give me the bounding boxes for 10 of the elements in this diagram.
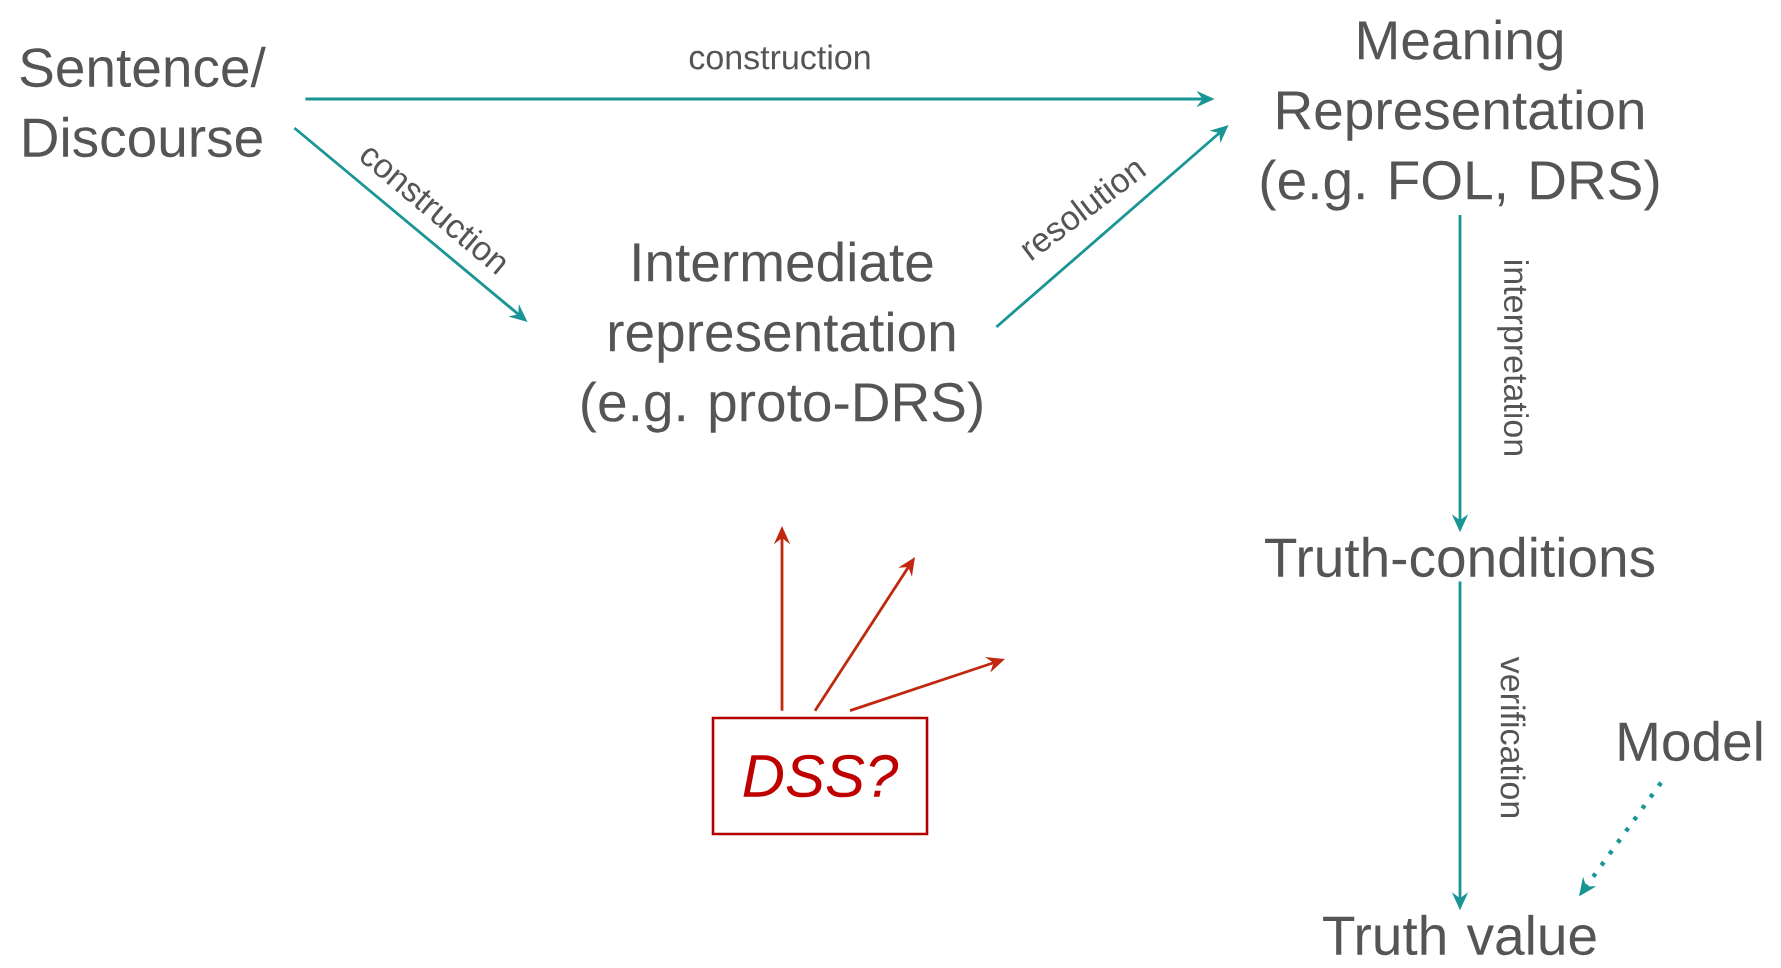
concept-label: Truth-conditions xyxy=(1265,536,1655,578)
concept-label: Sentence/ Discourse xyxy=(20,46,266,158)
concept-label: Intermediate representation (e.g. proto-DRS) xyxy=(582,241,982,433)
edge-label: interpretation xyxy=(1495,256,1531,460)
edge-label: construction xyxy=(686,42,874,72)
edge-label: verification xyxy=(1498,654,1528,822)
concept-label: Truth value xyxy=(1323,914,1596,956)
question-box: DSS? xyxy=(711,716,929,836)
concept-label: Meaning Representation (e.g. FOL, DRS) xyxy=(1261,19,1659,211)
concept-label: Model xyxy=(1619,720,1762,762)
